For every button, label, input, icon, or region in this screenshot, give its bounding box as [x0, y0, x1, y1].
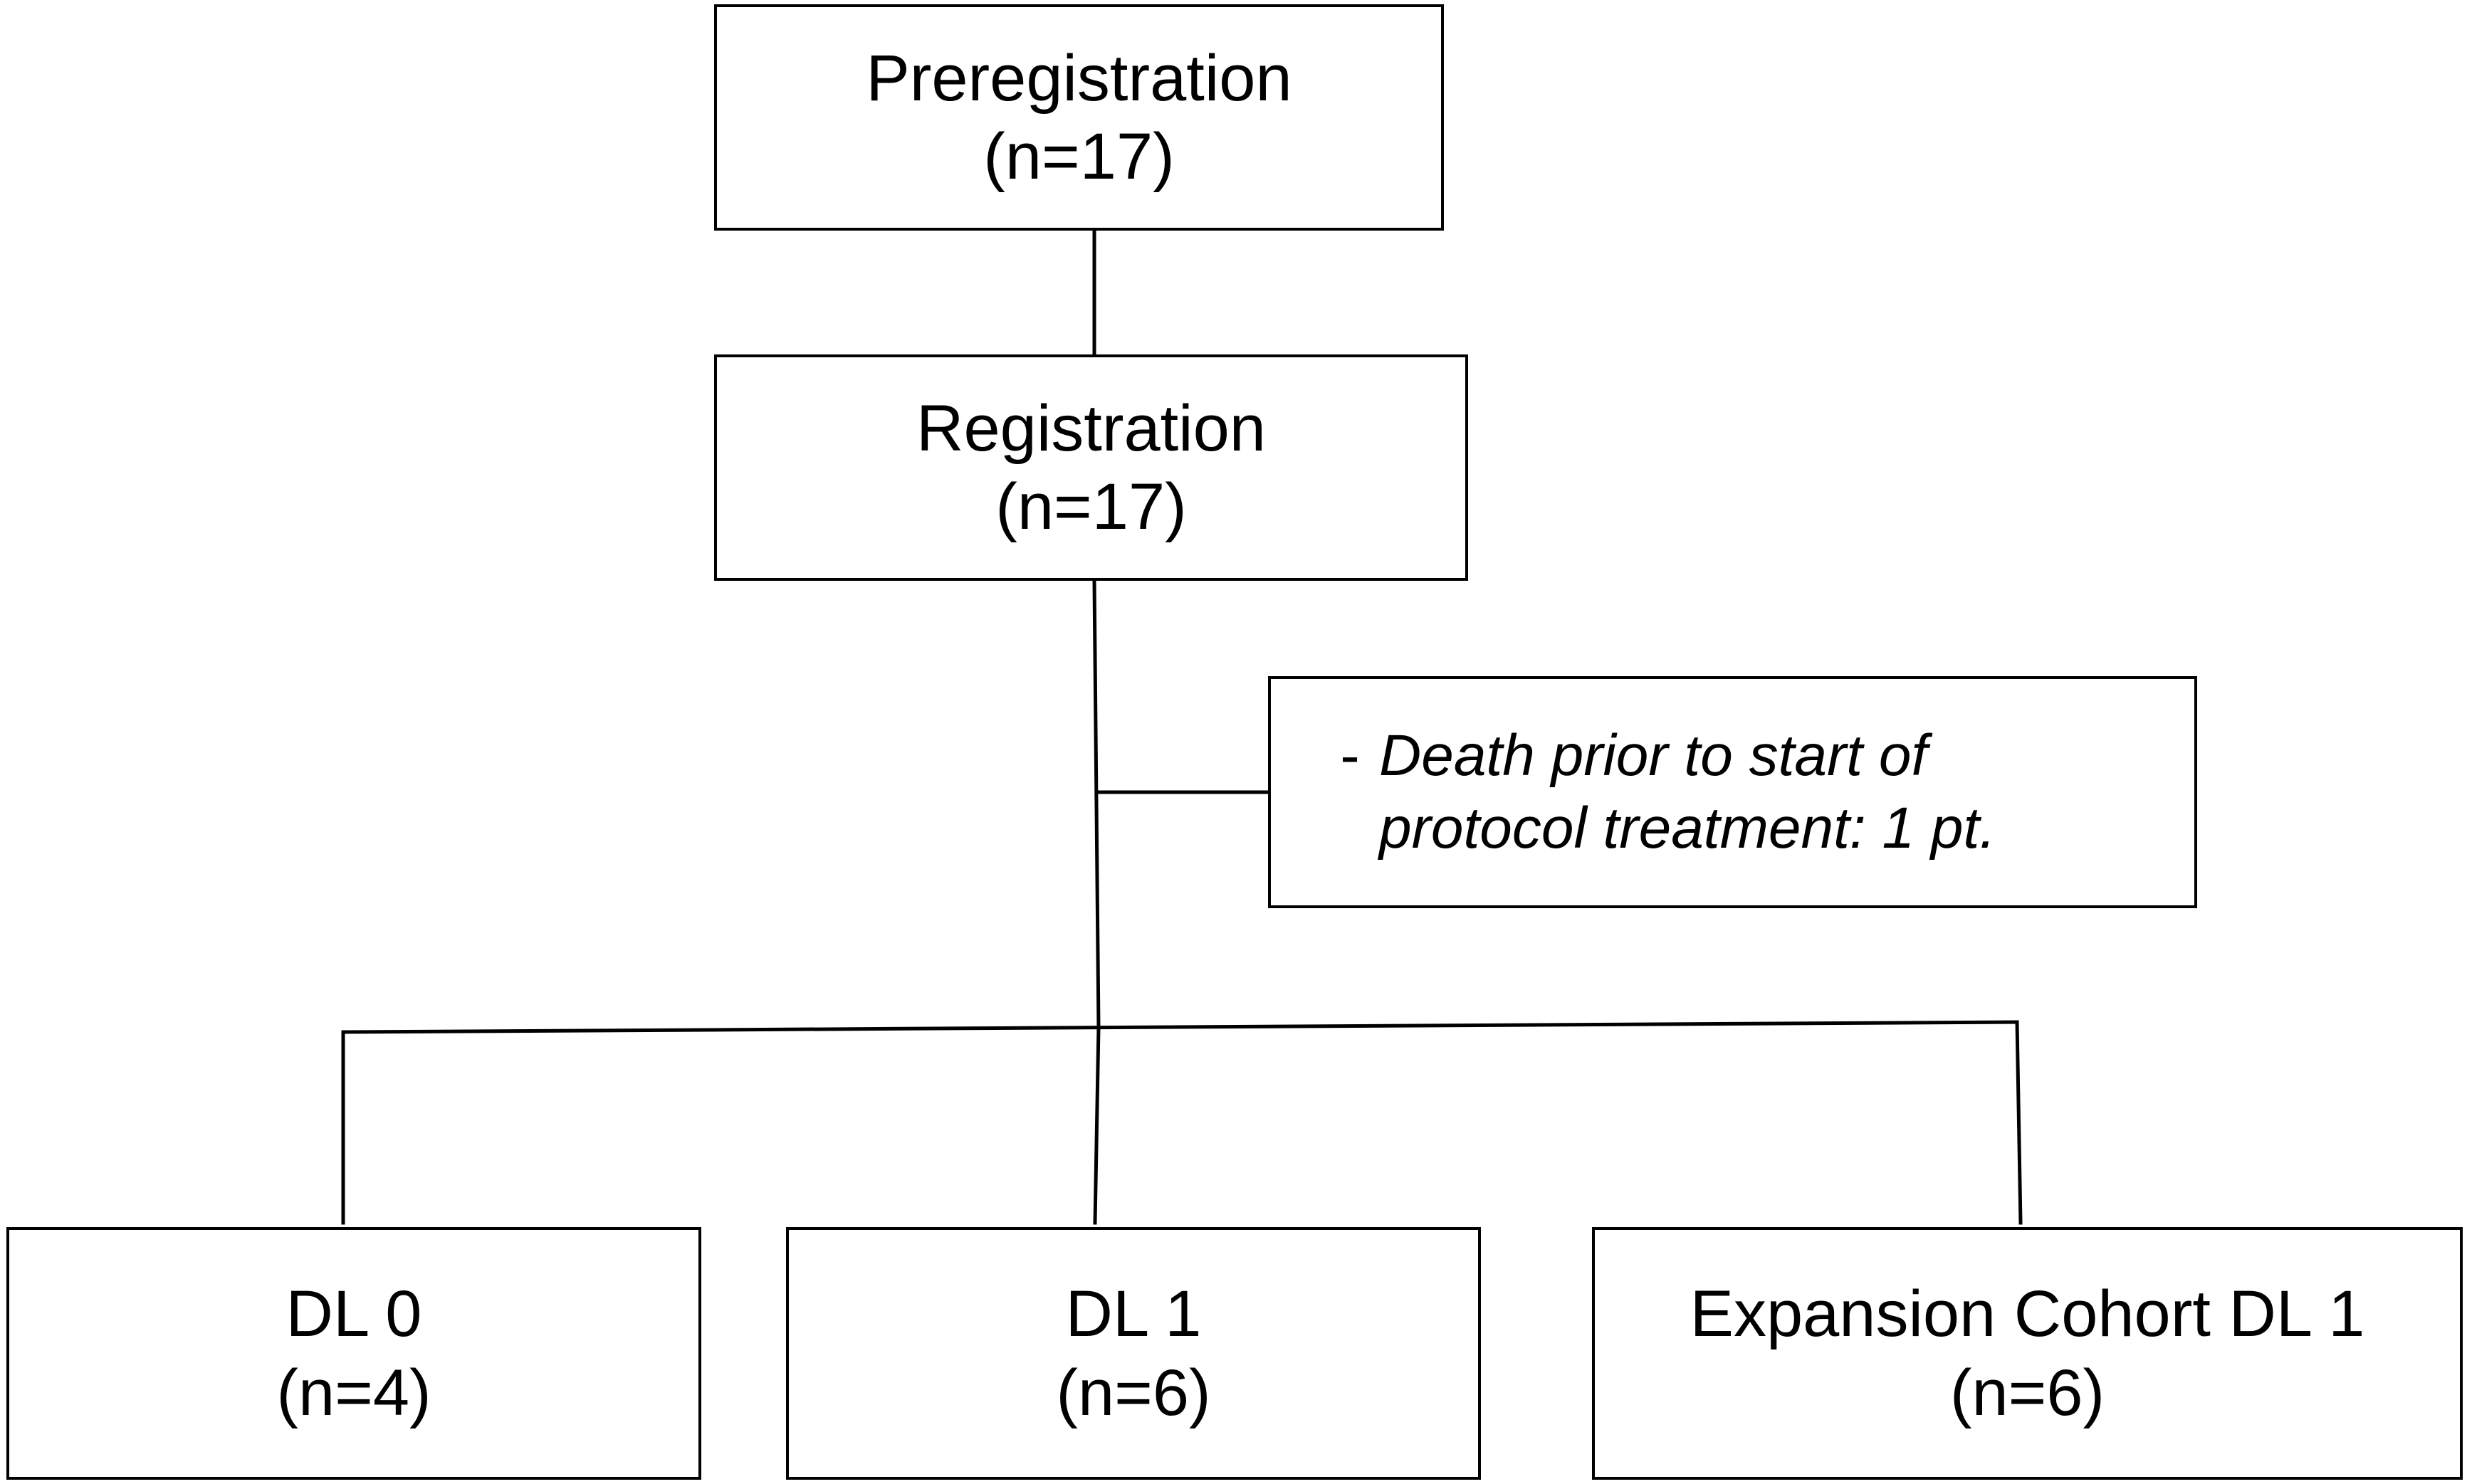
arm-dl0-title: DL 0 — [286, 1278, 422, 1351]
arm-expansion-box: Expansion Cohort DL 1 (n=6) — [1592, 1227, 2463, 1480]
exclusion-note: - Death prior to start of protocol treat… — [1321, 720, 1996, 864]
preregistration-title: Preregistration — [866, 41, 1292, 115]
exclusion-text: Death prior to start of protocol treatme… — [1379, 720, 1996, 864]
exclusion-line-1: Death prior to start of — [1379, 723, 1928, 789]
preregistration-box: Preregistration (n=17) — [714, 4, 1444, 231]
preregistration-count: (n=17) — [983, 120, 1175, 193]
arm-expansion-title: Expansion Cohort DL 1 — [1690, 1278, 2365, 1351]
registration-count: (n=17) — [995, 470, 1187, 543]
connector-reg-to-branch — [1092, 579, 1101, 1030]
exclusion-bullet: - — [1340, 723, 1360, 789]
arm-dl0-count: (n=4) — [276, 1356, 431, 1429]
connector-to-expansion — [2015, 1020, 2023, 1225]
arm-dl1-title: DL 1 — [1065, 1278, 1202, 1351]
connector-horizontal-branch — [341, 1020, 2019, 1034]
arm-dl1-box: DL 1 (n=6) — [786, 1227, 1481, 1480]
connector-to-dl1 — [1093, 1026, 1101, 1225]
registration-title: Registration — [916, 391, 1266, 465]
arm-dl1-count: (n=6) — [1056, 1356, 1211, 1429]
registration-box: Registration (n=17) — [714, 354, 1468, 581]
exclusion-line-2: protocol treatment: 1 pt. — [1379, 796, 1996, 861]
arm-expansion-count: (n=6) — [1949, 1356, 2105, 1429]
exclusion-note-box: - Death prior to start of protocol treat… — [1268, 676, 2197, 908]
arm-dl0-box: DL 0 (n=4) — [6, 1227, 701, 1480]
